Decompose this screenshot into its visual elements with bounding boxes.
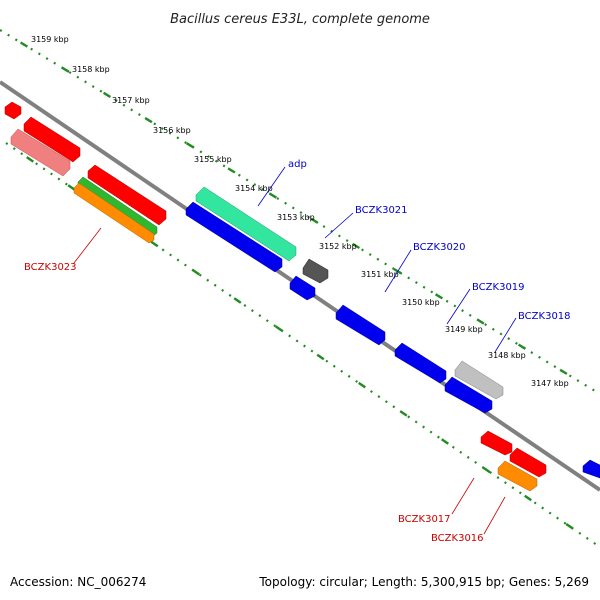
ruler-tick <box>310 217 319 224</box>
gene-blocks <box>4 101 600 492</box>
ruler-tick <box>316 353 325 361</box>
kbp-label: 3154 kbp <box>235 184 273 193</box>
gene-arrow <box>509 447 547 478</box>
kbp-label: 3150 kbp <box>402 298 440 307</box>
kbp-label: 3157 kbp <box>112 96 150 105</box>
outer-ruler-line <box>0 29 600 395</box>
kbp-label: 3149 kbp <box>445 325 483 334</box>
leader-line-bczk3016 <box>483 496 506 535</box>
ruler-tick <box>185 142 195 149</box>
gene-arrow <box>289 275 316 301</box>
leader-line-bczk3017 <box>451 477 475 515</box>
leader-line-bczk3021 <box>324 212 354 239</box>
map-title: Bacillus cereus E33L, complete genome <box>170 12 430 27</box>
gene-label-adp[interactable]: adp <box>288 159 307 170</box>
ruler-tick <box>233 297 242 304</box>
ruler-tick <box>67 184 76 191</box>
leader-line-bczk3023 <box>73 227 102 264</box>
ruler-tick <box>26 156 34 163</box>
ruler-tick <box>358 381 366 389</box>
leader-line-bczk3020 <box>384 249 412 293</box>
leader-line-bczk3018 <box>494 317 517 353</box>
ruler-tick <box>61 66 70 73</box>
gene-label-bczk3021[interactable]: BCZK3021 <box>355 205 408 216</box>
ruler-tick <box>517 343 527 350</box>
ruler-tick <box>268 192 278 199</box>
kbp-labels: 3159 kbp 3158 kbp 3157 kbp 3156 kbp 3155… <box>31 35 569 388</box>
gene-label-bczk3023[interactable]: BCZK3023 <box>24 262 77 273</box>
ruler-tick <box>19 41 29 48</box>
gene-labels: adp BCZK3021 BCZK3020 BCZK3019 BCZK3018 … <box>24 159 571 544</box>
gene-arrow <box>73 182 155 244</box>
ruler-tick <box>399 410 408 417</box>
ruler-tick <box>351 242 361 250</box>
ruler-tick <box>441 438 449 445</box>
kbp-label: 3148 kbp <box>488 351 526 360</box>
kbp-label: 3158 kbp <box>72 65 110 74</box>
ruler-tick <box>192 269 200 276</box>
gene-arrow <box>335 304 386 346</box>
kbp-label: 3152 kbp <box>319 242 357 251</box>
ruler-tick <box>144 116 153 124</box>
leader-lines <box>73 166 517 535</box>
ruler-tick <box>434 293 444 300</box>
gene-arrow <box>10 128 71 177</box>
gene-arrow <box>480 430 513 456</box>
leader-line-adp <box>257 166 286 207</box>
ruler-tick <box>150 240 159 248</box>
gene-arrow <box>497 460 538 492</box>
leader-line-bczk3019 <box>446 288 471 325</box>
gene-arrow <box>4 101 22 120</box>
gene-arrow <box>444 376 493 414</box>
gene-arrow <box>302 258 329 284</box>
accession-label: Accession: NC_006274 <box>10 575 146 589</box>
kbp-label: 3156 kbp <box>153 126 191 135</box>
kbp-label: 3153 kbp <box>277 213 315 222</box>
gene-label-bczk3017[interactable]: BCZK3017 <box>398 514 451 525</box>
ruler-tick <box>524 494 532 502</box>
kbp-label: 3147 kbp <box>531 379 569 388</box>
gene-arrow <box>87 164 167 226</box>
outer-ticks <box>19 41 568 375</box>
gene-label-bczk3018[interactable]: BCZK3018 <box>518 311 571 322</box>
ruler-tick <box>559 368 568 375</box>
ruler-tick <box>275 325 283 332</box>
gene-arrow <box>23 116 81 163</box>
gene-label-bczk3016[interactable]: BCZK3016 <box>431 533 484 544</box>
ruler-tick <box>565 523 574 530</box>
gene-label-bczk3020[interactable]: BCZK3020 <box>413 242 466 253</box>
gene-label-bczk3019[interactable]: BCZK3019 <box>472 282 525 293</box>
gene-arrow-adp <box>195 186 297 262</box>
ruler-tick <box>102 91 112 99</box>
gene-arrow <box>185 201 283 273</box>
gene-arrow <box>394 342 447 384</box>
kbp-label: 3155 kbp <box>194 155 232 164</box>
ruler-tick <box>482 466 491 474</box>
genome-stats: Topology: circular; Length: 5,300,915 bp… <box>258 575 589 589</box>
ruler-tick <box>476 318 485 325</box>
gene-arrow <box>582 459 600 479</box>
kbp-label: 3151 kbp <box>361 270 399 279</box>
kbp-label: 3159 kbp <box>31 35 69 44</box>
ruler-tick <box>227 167 236 174</box>
gene-arrow <box>454 360 504 400</box>
